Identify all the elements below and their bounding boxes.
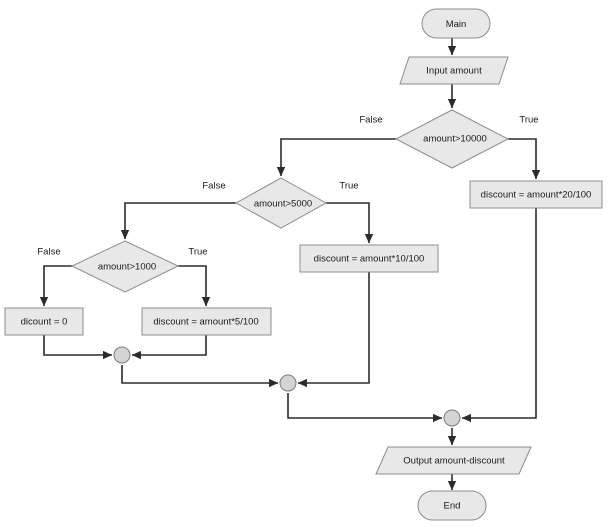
connector-process5-to-merge1 bbox=[131, 334, 207, 360]
node-process0[interactable]: dicount = 0 bbox=[4, 307, 84, 336]
node-process10[interactable]: discount = amount*10/100 bbox=[299, 244, 439, 273]
end-shape bbox=[417, 490, 487, 521]
connector-decision1-false bbox=[276, 138, 396, 177]
connector-decision1-true bbox=[508, 138, 541, 180]
decision2-shape bbox=[234, 177, 328, 229]
node-output[interactable]: Output amount-discount bbox=[375, 446, 532, 475]
merge-junction-3[interactable] bbox=[443, 409, 461, 427]
node-decision3[interactable]: amount>1000 bbox=[70, 240, 180, 293]
connector-merge2-to-merge3 bbox=[287, 393, 443, 423]
connector-process0-to-merge1 bbox=[43, 334, 113, 360]
node-decision1[interactable]: amount>10000 bbox=[394, 109, 510, 169]
decision1-shape bbox=[394, 109, 510, 169]
output-shape bbox=[375, 446, 532, 475]
node-process5[interactable]: discount = amount*5/100 bbox=[141, 307, 272, 336]
start-shape bbox=[421, 8, 491, 39]
edge-label-decision1-true: True bbox=[519, 115, 538, 126]
process5-shape bbox=[141, 307, 272, 336]
node-input[interactable]: Input amount bbox=[399, 56, 509, 85]
edge-label-decision2-true: True bbox=[339, 181, 358, 192]
node-end[interactable]: End bbox=[417, 490, 487, 521]
process0-shape bbox=[4, 307, 84, 336]
connector-decision3-true bbox=[178, 265, 211, 307]
merge-junction-2[interactable] bbox=[279, 374, 297, 392]
process10-shape bbox=[299, 244, 439, 273]
edge-label-decision2-false: False bbox=[202, 181, 225, 192]
node-process20[interactable]: discount = amount*20/100 bbox=[469, 180, 603, 209]
input-shape bbox=[399, 56, 509, 85]
decision3-shape bbox=[70, 240, 180, 293]
node-start[interactable]: Main bbox=[421, 8, 491, 39]
connector-decision2-false bbox=[120, 202, 236, 240]
edge-label-decision3-true: True bbox=[188, 247, 207, 258]
connector-merge1-to-merge2 bbox=[121, 365, 279, 388]
process20-shape bbox=[469, 180, 603, 209]
merge-junction-1[interactable] bbox=[113, 346, 131, 364]
connector-decision2-true bbox=[326, 202, 374, 244]
edge-label-decision3-false: False bbox=[37, 247, 60, 258]
edge-label-decision1-false: False bbox=[359, 115, 382, 126]
connector-process10-to-merge2 bbox=[297, 272, 370, 388]
node-decision2[interactable]: amount>5000 bbox=[234, 177, 328, 229]
connector-decision3-false bbox=[39, 265, 72, 307]
connector-process20-to-merge3 bbox=[461, 208, 537, 423]
